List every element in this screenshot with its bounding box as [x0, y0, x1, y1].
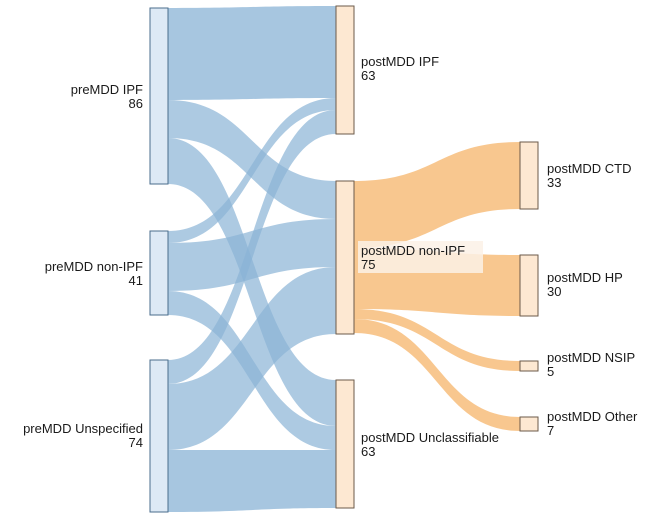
- node-premdd-ipf: [149, 7, 169, 185]
- label-postmdd-unclassifiable-value: 63: [361, 444, 375, 459]
- label-postmdd-non-ipf-value: 75: [361, 257, 375, 272]
- label-postmdd-unclassifiable-name: postMDD Unclassifiable: [361, 430, 499, 445]
- node-premdd-non-ipf: [149, 230, 169, 316]
- link-postmdd-non-ipf-to-nsip: [354, 309, 520, 371]
- node-postmdd-other: [519, 416, 539, 432]
- label-premdd-non-ipf-name: preMDD non-IPF: [45, 259, 143, 274]
- link-postmdd-non-ipf-to-other: [354, 319, 520, 431]
- label-postmdd-non-ipf-name: postMDD non-IPF: [361, 243, 465, 258]
- node-postmdd-ctd: [519, 141, 539, 210]
- label-premdd-ipf-name: preMDD IPF: [71, 82, 143, 97]
- link-premdd-unspecified-to-postmdd-ipf: [168, 110, 336, 384]
- label-highlight: [358, 241, 483, 273]
- link-premdd-non-ipf-to-postmdd-ipf: [168, 98, 336, 243]
- label-premdd-ipf-value: 86: [129, 96, 143, 111]
- node-premdd-unspecified: [149, 359, 169, 513]
- label-postmdd-ipf-name: postMDD IPF: [361, 54, 439, 69]
- label-premdd-unspecified-name: preMDD Unspecified: [23, 421, 143, 436]
- label-postmdd-ipf-value: 63: [361, 68, 375, 83]
- label-postmdd-hp-value: 30: [547, 284, 561, 299]
- label-premdd-non-ipf-value: 41: [129, 273, 143, 288]
- label-postmdd-ctd-name: postMDD CTD: [547, 161, 632, 176]
- label-postmdd-nsip-name: postMDD NSIP: [547, 350, 635, 365]
- link-premdd-ipf-to-postmdd-unclassifiable: [168, 138, 336, 426]
- node-postmdd-ipf: [335, 5, 355, 135]
- link-premdd-ipf-to-postmdd-ipf: [168, 6, 336, 100]
- node-postmdd-non-ipf: [335, 180, 355, 335]
- node-postmdd-hp: [519, 254, 539, 317]
- nodes-layer: [149, 5, 539, 513]
- links-layer: [168, 6, 520, 512]
- link-premdd-ipf-to-postmdd-non-ipf: [168, 100, 336, 219]
- label-postmdd-nsip-value: 5: [547, 364, 554, 379]
- label-postmdd-ctd-value: 33: [547, 175, 561, 190]
- node-postmdd-nsip: [519, 360, 539, 372]
- link-postmdd-non-ipf-to-ctd: [354, 142, 520, 248]
- label-postmdd-hp-name: postMDD HP: [547, 270, 623, 285]
- link-premdd-unspecified-to-postmdd-unclassifiable: [168, 450, 336, 512]
- label-postmdd-other-name: postMDD Other: [547, 409, 638, 424]
- labels-layer: preMDD IPF 86 preMDD non-IPF 41 preMDD U…: [23, 54, 638, 459]
- label-premdd-unspecified-value: 74: [129, 435, 143, 450]
- node-postmdd-unclassifiable: [335, 379, 355, 509]
- label-postmdd-other-value: 7: [547, 423, 554, 438]
- link-premdd-unspecified-to-postmdd-non-ipf: [168, 267, 336, 450]
